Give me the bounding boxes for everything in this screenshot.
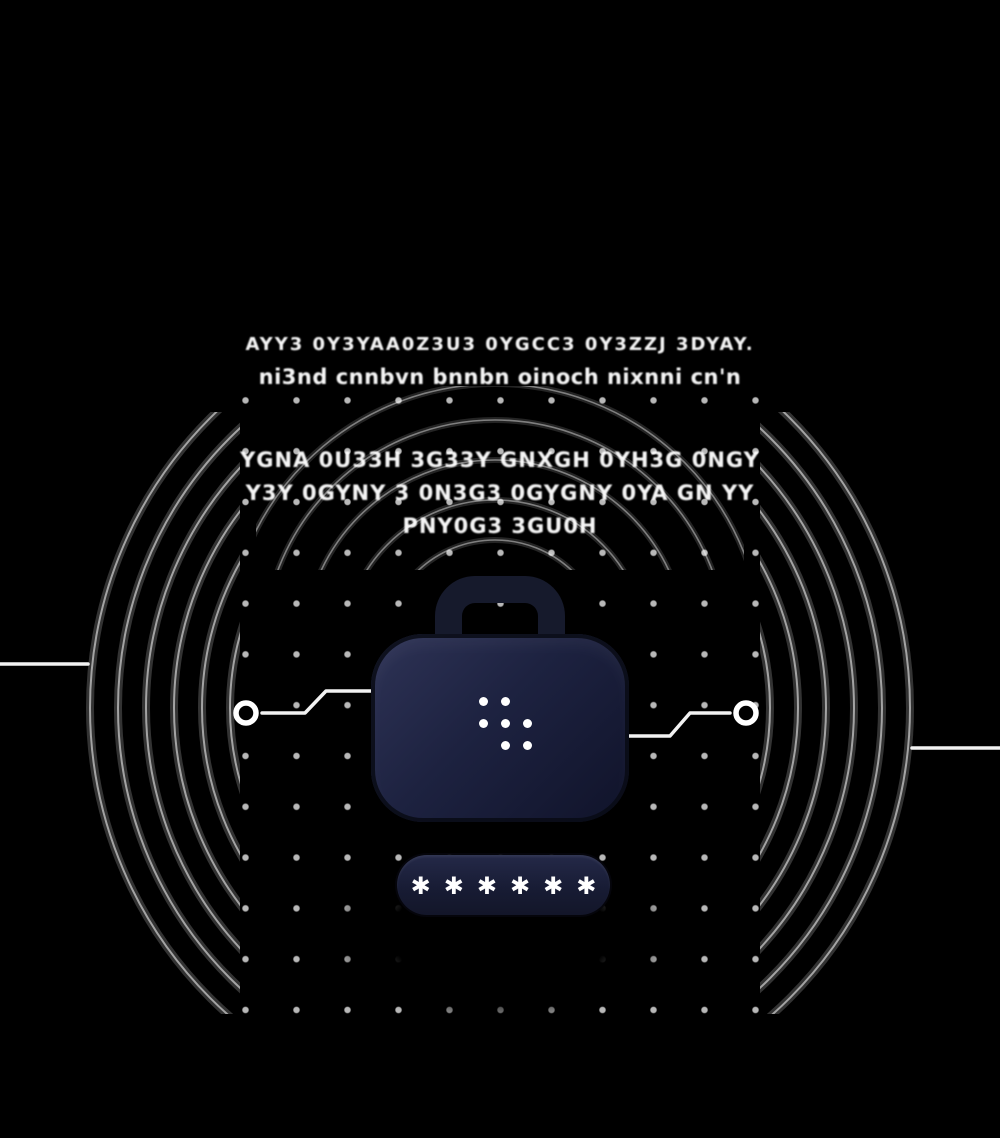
keypad-dot	[500, 696, 510, 706]
keypad-dot	[478, 696, 488, 706]
keypad-dots	[472, 690, 538, 756]
body-text-line-3: PNY0G3 3GU0H	[402, 514, 598, 538]
keypad-dot	[522, 740, 532, 750]
keypad-dot	[522, 718, 532, 728]
heading-line-1: AYY3 0Y3YAA0Z3U3 0YGCC3 0Y3ZZJ 3DYAY.	[245, 334, 755, 355]
circuit-trace-left	[260, 689, 376, 715]
briefcase-body	[371, 634, 629, 822]
circuit-trace-right	[624, 711, 732, 738]
circuit-lines	[0, 662, 1000, 750]
body-text-line-2: Y3Y 0GYNY 3 0N3G3 0GYGNY 0YA GN YY	[245, 481, 755, 505]
keypad-dot	[500, 718, 510, 728]
heading-line-2: ni3nd cnnbvn bnnbn oinoch nixnni cn'n	[258, 365, 742, 389]
body-text-line-1: YGNA 0U33H 3G33Y GNXGH 0YH3G 0NGY	[240, 448, 760, 472]
keypad-dot	[478, 718, 488, 728]
password-masked-value: ✱✱✱✱✱✱	[410, 872, 610, 900]
circuit-node-right-icon	[733, 700, 759, 726]
keypad-dot	[500, 740, 510, 750]
ripple-arcs-top	[256, 386, 744, 570]
circuit-node-left-icon	[233, 700, 259, 726]
password-input[interactable]: ✱✱✱✱✱✱	[397, 855, 610, 915]
